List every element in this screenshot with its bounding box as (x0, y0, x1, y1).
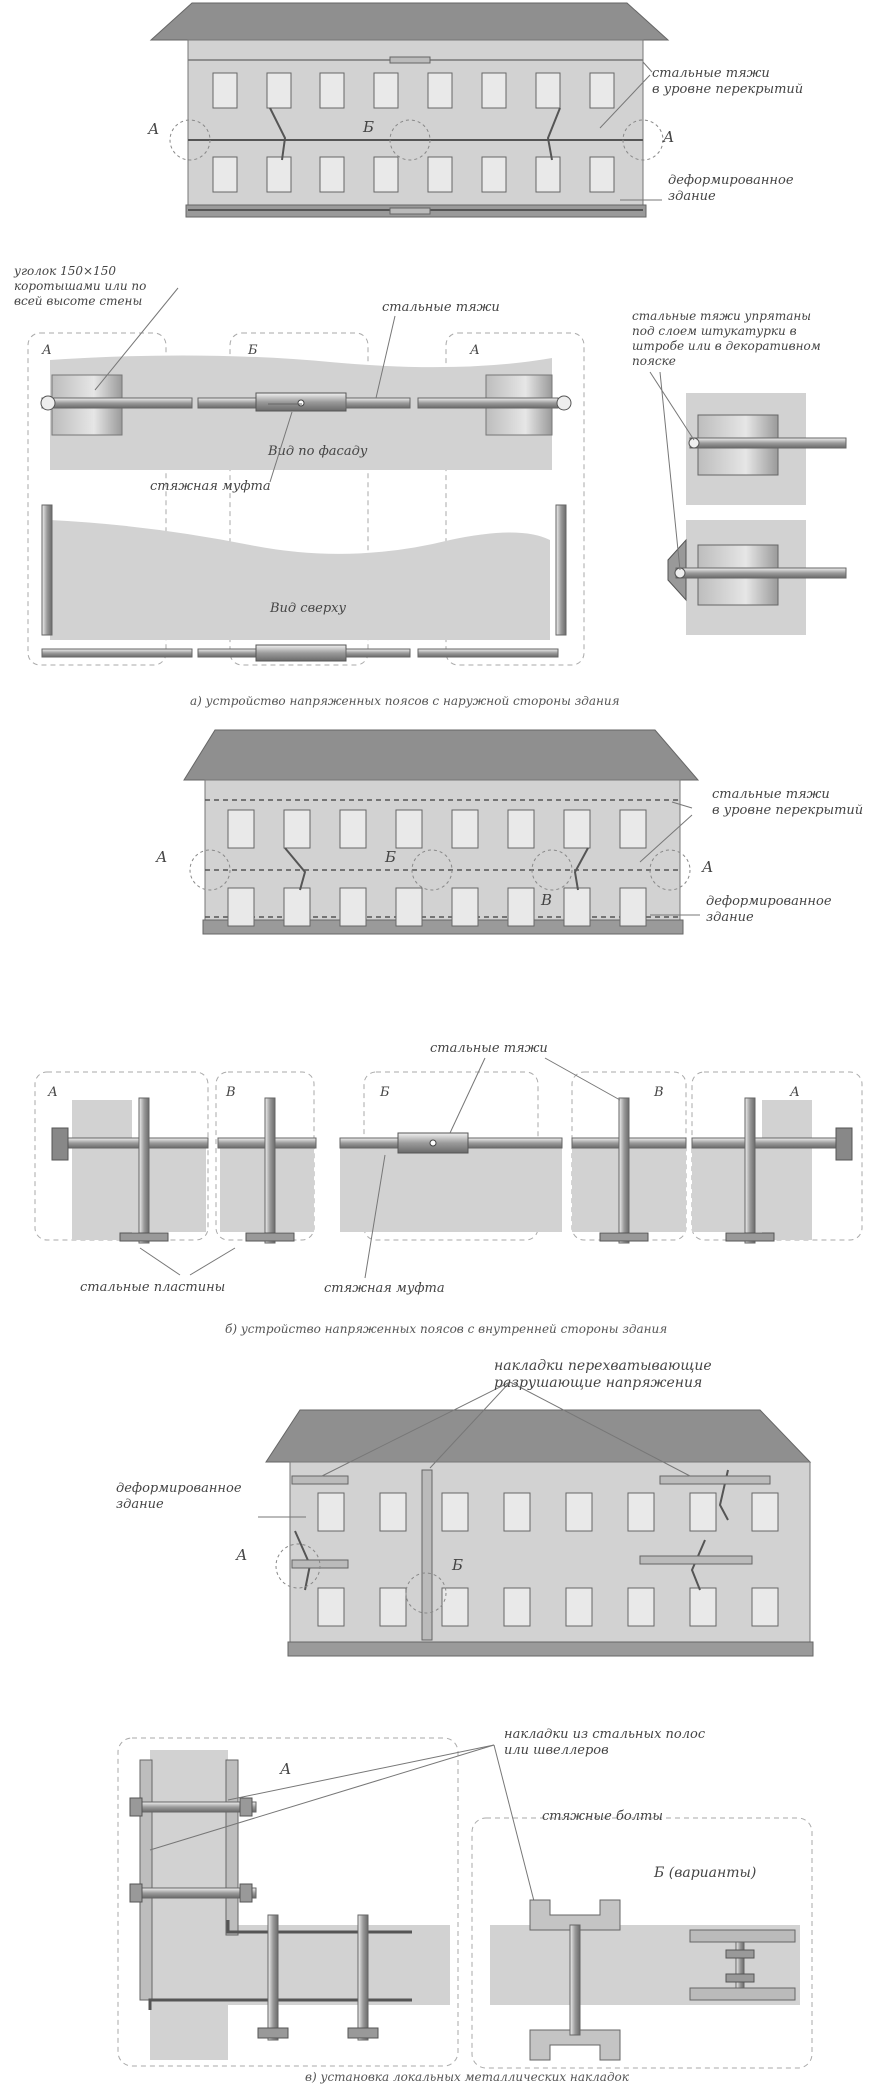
letter-a-cd: А (279, 1760, 291, 1778)
label-coupling-a: стяжная муфта (150, 479, 271, 494)
letter-a-detail-right: А (469, 343, 480, 358)
plinth (287, 1641, 814, 1657)
letter-a-b-right: А (701, 858, 713, 876)
letter-a-b-left: А (155, 848, 167, 866)
letter-v-bd-left: В (225, 1085, 236, 1100)
caption-b: б) устройство напряженных поясов с внутр… (225, 1322, 667, 1336)
detail-frames-a (27, 332, 585, 666)
caption-a: а) устройство напряженных поясов с наруж… (190, 694, 620, 708)
letter-b-bd: Б (379, 1085, 390, 1100)
label-steel-plates: стальные пластины (80, 1280, 225, 1295)
windows (317, 1492, 779, 1627)
facade (204, 779, 681, 921)
detail-frames-c (117, 1737, 813, 2069)
label-top-view: Вид сверху (269, 601, 346, 616)
building-a (149, 2, 670, 218)
letter-a-left: А (147, 120, 159, 138)
corner-overlay-detail (129, 1750, 450, 2060)
letter-a-right: А (662, 128, 674, 146)
letter-v-b: В (540, 891, 552, 909)
label-steel-ties-a: стальные тяжи (382, 300, 500, 315)
label-tie-bolts: стяжные болты (542, 1809, 663, 1824)
letter-a-bd-right: А (789, 1085, 800, 1100)
letter-a-c: А (235, 1546, 247, 1564)
letter-a-bd-left: А (47, 1085, 58, 1100)
facade-view (40, 355, 572, 470)
roof (265, 1409, 812, 1463)
windows (212, 72, 615, 193)
label-variants: Б (варианты) (653, 1865, 756, 1881)
windows (227, 809, 647, 927)
letter-b-c: Б (451, 1556, 463, 1574)
building-c (258, 1381, 814, 1657)
label-facade-view: Вид по фасаду (267, 444, 368, 459)
roof (149, 2, 670, 41)
roof (183, 729, 700, 781)
inner-ties-detail (51, 1097, 853, 1244)
letter-b-mid: Б (362, 118, 374, 136)
letter-b-detail: Б (247, 343, 258, 358)
label-steel-ties-b: стальные тяжи (430, 1041, 548, 1056)
building-b (183, 729, 700, 935)
plinth (202, 919, 684, 935)
hidden-ties-detail (649, 371, 847, 635)
facade (289, 1461, 811, 1643)
facade (187, 39, 644, 206)
variant-overlay-detail (490, 1899, 800, 2061)
top-view (41, 504, 567, 662)
letter-b-b-mid: Б (384, 848, 396, 866)
label-coupling-b: стяжная муфта (324, 1281, 445, 1296)
caption-c: в) установка локальных металлических нак… (305, 2070, 630, 2084)
letter-a-detail-left: А (41, 343, 52, 358)
letter-v-bd-right: В (653, 1085, 664, 1100)
